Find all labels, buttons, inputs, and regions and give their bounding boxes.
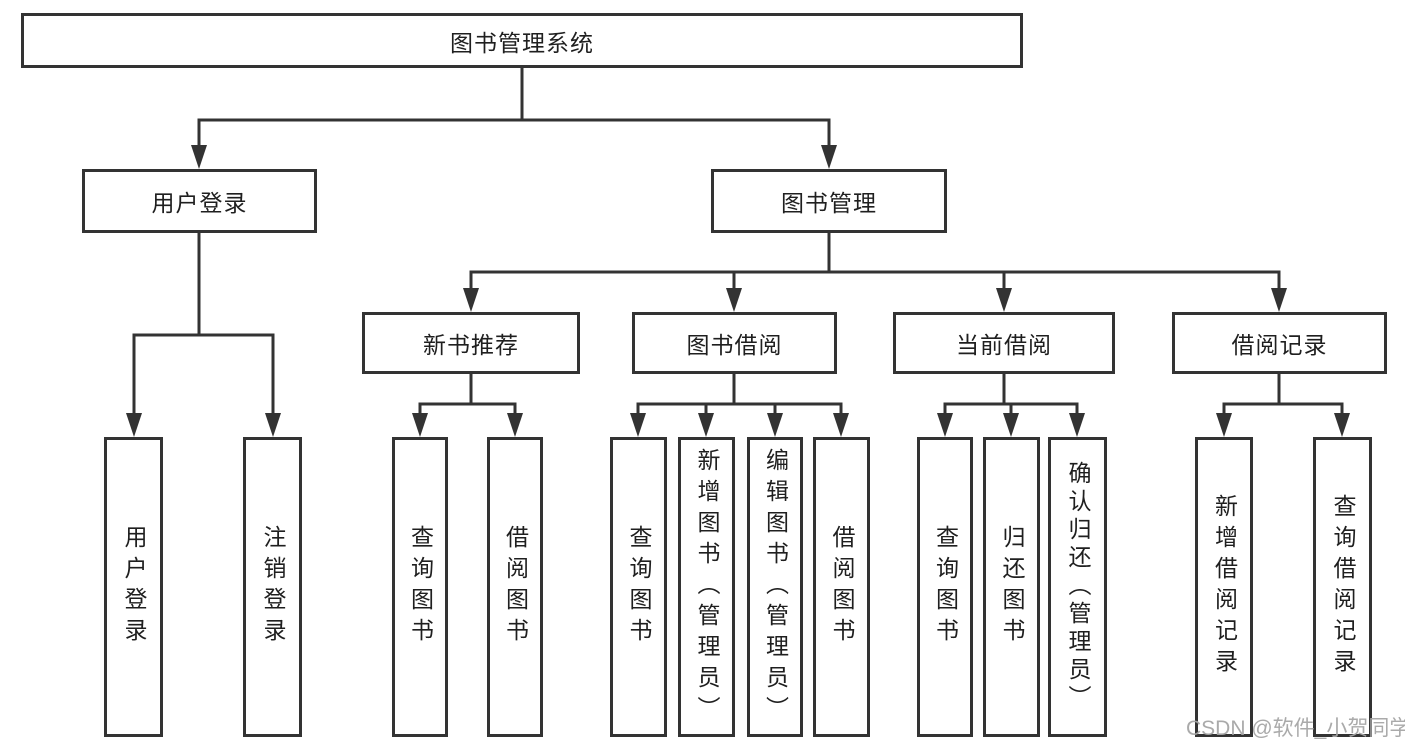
arrow-down-icon [821, 145, 837, 169]
arrow-down-icon [507, 413, 523, 437]
node-root-label: 图书管理系统 [450, 29, 594, 56]
leaf-borrow-book-b: 借阅图书 [813, 437, 870, 737]
leaf-logout-login: 注销登录 [243, 437, 302, 737]
leaf-add-borrow-record: 新增借阅记录 [1195, 437, 1253, 737]
leaf-query-book-c-label: 查询图书 [932, 525, 959, 649]
leaf-confirm-return-label: 确认归还（管理员） [1065, 461, 1091, 713]
watermark: CSDN @软件_小贺同学 [1186, 717, 1405, 740]
leaf-query-book-b: 查询图书 [610, 437, 667, 737]
branch-book-borrow [636, 374, 843, 415]
arrow-down-icon [833, 413, 849, 437]
arrow-down-icon [937, 413, 953, 437]
arrow-down-icon [726, 288, 742, 312]
leaf-query-borrow-record-label: 查询借阅记录 [1330, 494, 1356, 680]
node-current-borrow: 当前借阅 [893, 312, 1115, 374]
branch-root [197, 68, 831, 147]
branch-new-book-rec [418, 374, 517, 415]
node-new-book-rec: 新书推荐 [362, 312, 580, 374]
arrow-down-icon [126, 413, 142, 437]
leaf-return-book-label: 归还图书 [999, 525, 1025, 649]
leaf-return-book: 归还图书 [983, 437, 1040, 737]
node-book-mgmt: 图书管理 [711, 169, 947, 233]
leaf-query-borrow-record: 查询借阅记录 [1313, 437, 1372, 737]
leaf-borrow-book-a: 借阅图书 [487, 437, 543, 737]
leaf-query-book-c: 查询图书 [917, 437, 973, 737]
arrowheads [126, 145, 1350, 437]
node-book-mgmt-label: 图书管理 [781, 190, 877, 216]
leaf-user-login: 用户登录 [104, 437, 163, 737]
node-borrow-record-label: 借阅记录 [1231, 332, 1328, 358]
branch-book-mgmt [469, 233, 1281, 290]
node-new-book-rec-label: 新书推荐 [423, 332, 519, 358]
leaf-edit-book: 编辑图书（管理员） [747, 437, 803, 737]
node-current-borrow-label: 当前借阅 [956, 332, 1052, 358]
arrow-down-icon [191, 145, 207, 169]
leaf-edit-book-label: 编辑图书（管理员） [762, 447, 789, 727]
leaf-confirm-return: 确认归还（管理员） [1048, 437, 1107, 737]
arrow-down-icon [630, 413, 646, 437]
branch-user-login [132, 233, 275, 415]
leaf-logout-login-label: 注销登录 [260, 525, 286, 649]
arrow-down-icon [463, 288, 479, 312]
arrow-down-icon [1216, 413, 1232, 437]
leaf-query-book-a: 查询图书 [392, 437, 448, 737]
connector-paths [132, 68, 1344, 415]
arrow-down-icon [1271, 288, 1287, 312]
node-book-borrow-label: 图书借阅 [686, 332, 783, 358]
node-root: 图书管理系统 [21, 13, 1023, 68]
leaf-query-book-a-label: 查询图书 [407, 525, 434, 649]
arrow-down-icon [1334, 413, 1350, 437]
arrow-down-icon [412, 413, 428, 437]
leaf-add-book-label: 新增图书（管理员） [694, 447, 720, 727]
branch-current-borrow [943, 374, 1079, 415]
leaf-user-login-label: 用户登录 [121, 525, 147, 649]
leaf-borrow-book-b-label: 借阅图书 [829, 525, 855, 649]
arrow-down-icon [698, 413, 714, 437]
node-user-login: 用户登录 [82, 169, 317, 233]
leaf-query-book-b-label: 查询图书 [626, 525, 652, 649]
leaf-borrow-book-a-label: 借阅图书 [502, 525, 529, 649]
leaf-add-book: 新增图书（管理员） [678, 437, 735, 737]
arrow-down-icon [1003, 413, 1019, 437]
leaf-add-borrow-record-label: 新增借阅记录 [1211, 494, 1238, 680]
node-borrow-record: 借阅记录 [1172, 312, 1387, 374]
arrow-down-icon [265, 413, 281, 437]
arrow-down-icon [1069, 413, 1085, 437]
node-user-login-label: 用户登录 [151, 190, 248, 216]
branch-borrow-record [1222, 374, 1344, 415]
arrow-down-icon [767, 413, 783, 437]
node-book-borrow: 图书借阅 [632, 312, 837, 374]
arrow-down-icon [996, 288, 1012, 312]
